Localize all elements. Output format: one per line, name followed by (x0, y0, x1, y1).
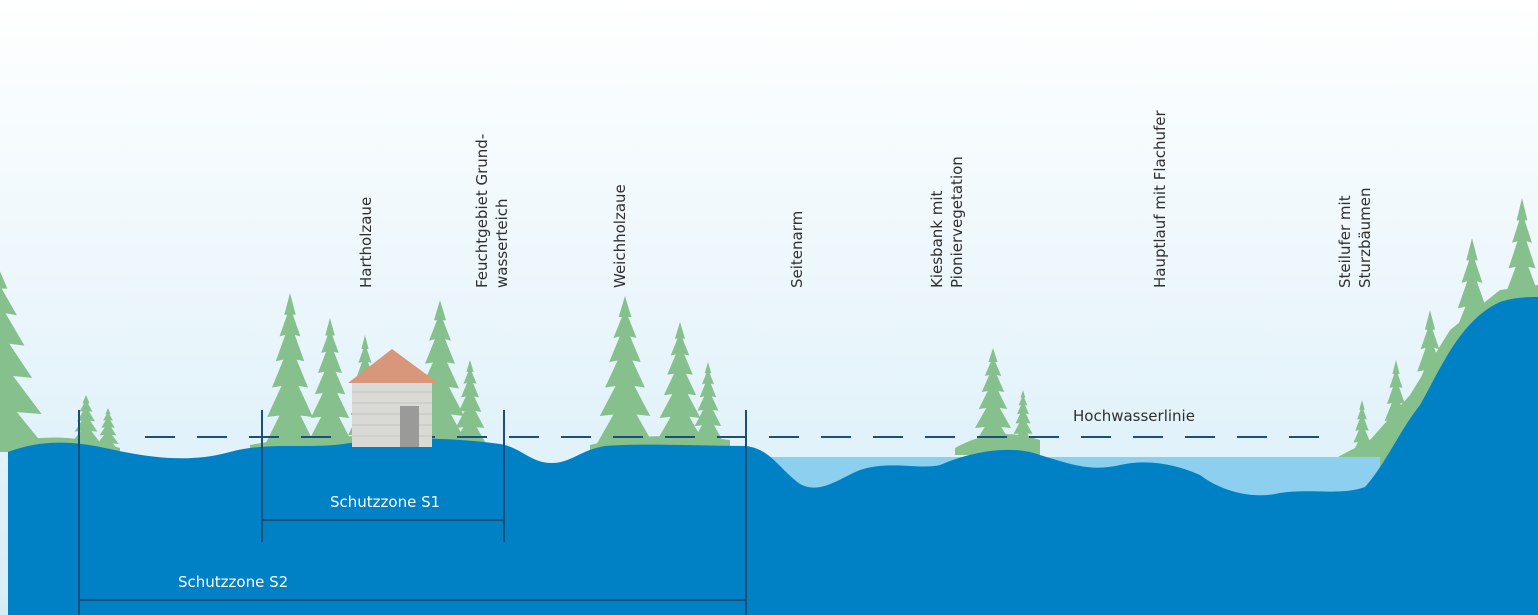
label-hauptlauf: Hauptlauf mit Flachufer (1150, 110, 1170, 288)
label-feuchtgebiet-line2: wasserteich (493, 198, 511, 288)
label-hartholzaue: Hartholzaue (356, 197, 376, 288)
protection-zone-s1-bracket (261, 410, 505, 542)
label-feuchtgebiet: Feuchtgebiet Grund- wasserteich (472, 134, 512, 288)
label-steilufer-line1: Steilufer mit (1336, 195, 1354, 288)
well-roof (348, 349, 438, 383)
well-door (400, 406, 419, 447)
label-weichholzaue: Weichholzaue (610, 184, 630, 288)
label-steilufer-line2: Sturzbäumen (1356, 187, 1374, 288)
label-hauptlauf-line1: Hauptlauf mit Flachufer (1151, 110, 1169, 288)
label-seitenarm: Seitenarm (787, 211, 807, 288)
label-kiesbank-line1: Kiesbank mit (928, 190, 946, 288)
label-seitenarm-line1: Seitenarm (788, 210, 806, 288)
label-weichholzaue-line1: Weichholzaue (611, 184, 629, 288)
label-feuchtgebiet-line1: Feuchtgebiet Grund- (473, 133, 491, 288)
protection-zone-s2-label: Schutzzone S2 (178, 573, 289, 591)
label-hartholzaue-line1: Hartholzaue (357, 196, 375, 288)
label-steilufer: Steilufer mit Sturzbäumen (1335, 187, 1375, 288)
label-kiesbank: Kiesbank mit Pioniervegetation (927, 156, 967, 288)
well-house (348, 349, 438, 447)
ground (8, 297, 1538, 615)
protection-zone-s1-label: Schutzzone S1 (330, 493, 441, 511)
label-kiesbank-line2: Pioniervegetation (948, 156, 966, 288)
flood-line-label: Hochwasserlinie (1073, 407, 1195, 425)
protection-zone-s2-bracket (78, 410, 747, 615)
